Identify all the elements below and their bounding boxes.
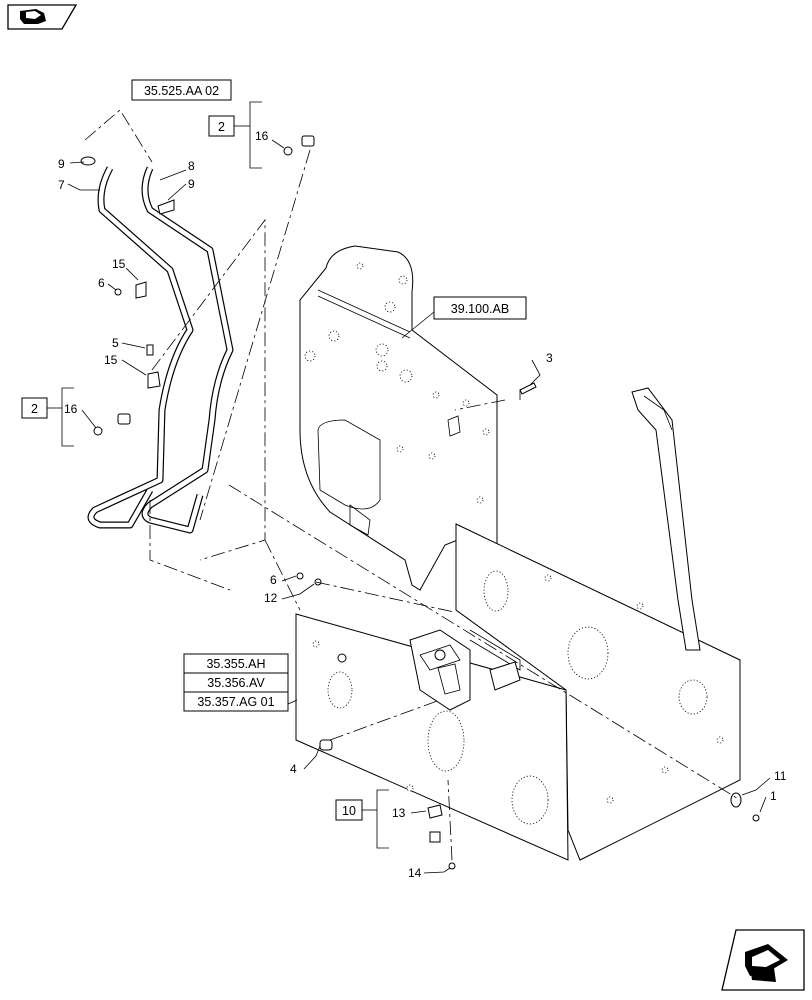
kit-left-label: 2 xyxy=(31,402,38,416)
control-valve xyxy=(337,629,521,711)
next-page-button[interactable] xyxy=(721,929,805,991)
ref-hoses[interactable]: 35.525.AA 02 xyxy=(131,79,232,101)
callout-12: 12 xyxy=(264,591,278,605)
callout-9b: 9 xyxy=(188,177,195,191)
callout-1: 1 xyxy=(770,789,777,803)
callout-3: 3 xyxy=(546,351,553,365)
hydraulic-hose-7 xyxy=(87,166,194,529)
callout-7: 7 xyxy=(58,178,65,192)
back-arrow-icon xyxy=(20,9,46,24)
kit-left: 2 xyxy=(21,387,74,447)
callout-13: 13 xyxy=(392,806,406,820)
ref-valve-2-label[interactable]: 35.356.AV xyxy=(207,676,265,690)
callout-16a: 16 xyxy=(255,129,269,143)
mounting-plate xyxy=(299,245,498,591)
callout-5: 5 xyxy=(112,336,119,350)
clamp-15b xyxy=(147,371,161,389)
clamp-15a xyxy=(135,281,147,299)
fitting-13 xyxy=(427,804,443,843)
previous-page-button[interactable] xyxy=(7,4,78,30)
nut-6a xyxy=(114,288,122,296)
ref-plate[interactable]: 39.100.AB xyxy=(433,296,527,320)
kit-bottom-label: 10 xyxy=(342,804,356,818)
kit-bottom: 10 xyxy=(335,789,389,849)
forward-arrow-icon xyxy=(745,944,788,982)
bolt-5 xyxy=(146,344,154,356)
callout-leaders xyxy=(67,139,771,874)
callout-16b: 16 xyxy=(64,402,78,416)
ref-valve-3-label[interactable]: 35.357.AG 01 xyxy=(197,695,274,709)
callout-4: 4 xyxy=(290,762,297,776)
bolt-3 xyxy=(519,382,537,395)
hydraulic-hose-8 xyxy=(141,166,234,534)
callout-8: 8 xyxy=(188,159,195,173)
pin-1 xyxy=(752,814,760,822)
ref-valve-group: 35.355.AH 35.356.AV 35.357.AG 01 xyxy=(183,653,289,712)
cap-9a xyxy=(80,156,96,166)
callout-14: 14 xyxy=(408,866,422,880)
fitting-16-left xyxy=(93,413,131,436)
ref-plate-label: 39.100.AB xyxy=(451,302,509,316)
callout-9a: 9 xyxy=(58,157,65,171)
plug-14 xyxy=(448,862,456,870)
fitting-16-top xyxy=(283,135,315,156)
callout-6a: 6 xyxy=(98,276,105,290)
kit-top-label: 2 xyxy=(218,120,225,134)
assembly-lines xyxy=(84,109,741,861)
ref-hoses-label: 35.525.AA 02 xyxy=(144,84,219,98)
ref-valve-1-label[interactable]: 35.355.AH xyxy=(206,657,265,671)
callout-11: 11 xyxy=(774,769,787,783)
callout-15a: 15 xyxy=(112,257,126,271)
washer-12 xyxy=(314,578,322,586)
item-numbers: 9 7 8 9 16 15 6 5 15 16 3 6 12 4 13 14 1… xyxy=(58,129,787,880)
nut-6b xyxy=(296,572,304,580)
lever-arm xyxy=(631,387,701,651)
kit-top: 2 xyxy=(208,101,262,169)
callout-15b: 15 xyxy=(104,353,118,367)
callout-6b: 6 xyxy=(270,573,277,587)
cap-9b xyxy=(157,199,175,215)
grommet-4 xyxy=(319,739,333,751)
ring-11 xyxy=(730,792,742,808)
